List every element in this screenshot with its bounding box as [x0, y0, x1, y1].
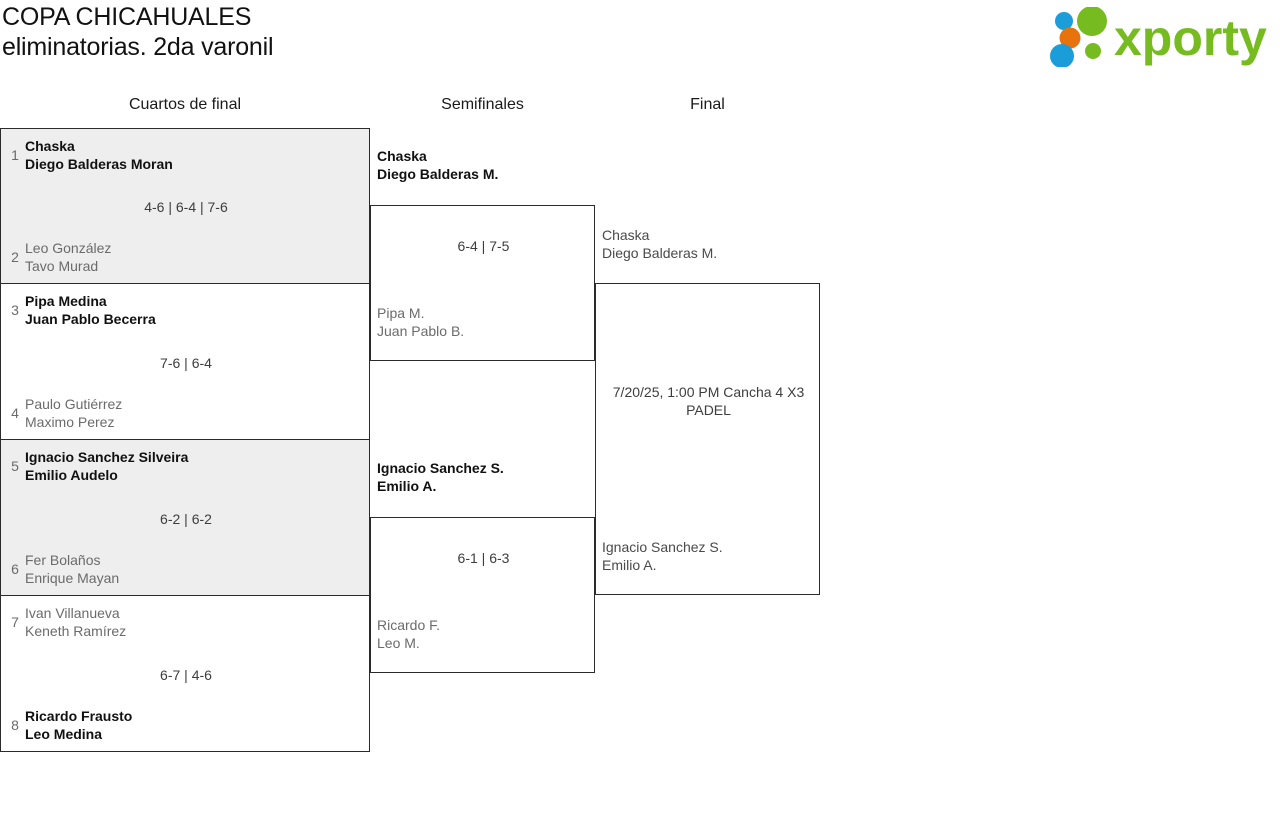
round-header-semifinals: Semifinales — [441, 96, 524, 113]
player-name: Tavo Murad — [25, 258, 99, 274]
seed-number: 8 — [11, 717, 19, 733]
team-sf2-bottom[interactable]: Ricardo F. Leo M. — [377, 616, 440, 652]
player-name: Ignacio Sanchez S. — [377, 460, 504, 476]
match-box-final[interactable]: 7/20/25, 1:00 PM Cancha 4 X3 PADEL — [595, 283, 820, 595]
team-sf2-top[interactable]: Ignacio Sanchez S. Emilio A. — [377, 459, 504, 495]
player-name: Chaska — [377, 148, 427, 164]
match-box-qf3[interactable]: 5 Ignacio Sanchez Silveira Emilio Audelo… — [0, 439, 370, 596]
player-name: Diego Balderas M. — [377, 166, 499, 182]
player-name: Ricardo Frausto — [25, 708, 133, 724]
match-score: 6-2 | 6-2 — [160, 511, 212, 527]
match-box-qf2[interactable]: 3 Pipa Medina Juan Pablo Becerra 7-6 | 6… — [0, 283, 370, 440]
match-box-sf2[interactable]: 6-1 | 6-3 — [370, 517, 595, 673]
seed-number: 4 — [11, 405, 19, 421]
round-header-final: Final — [690, 96, 725, 113]
seed-number: 1 — [11, 147, 19, 163]
team-qf4-top[interactable]: 7 Ivan Villanueva Keneth Ramírez — [1, 604, 369, 640]
match-schedule: 7/20/25, 1:00 PM Cancha 4 X3 PADEL — [612, 384, 805, 418]
match-box-qf1[interactable]: 1 Chaska Diego Balderas Moran 4-6 | 6-4 … — [0, 128, 370, 284]
match-box-sf1[interactable]: 6-4 | 7-5 — [370, 205, 595, 361]
xporty-wordmark: xporty — [1114, 10, 1267, 66]
team-qf3-bottom[interactable]: 6 Fer Bolaños Enrique Mayan — [1, 551, 369, 587]
team-final-top[interactable]: Chaska Diego Balderas M. — [602, 226, 717, 262]
player-name: Emilio A. — [377, 478, 437, 494]
player-name: Enrique Mayan — [25, 570, 120, 586]
team-qf3-top[interactable]: 5 Ignacio Sanchez Silveira Emilio Audelo — [1, 448, 369, 484]
team-final-bottom[interactable]: Ignacio Sanchez S. Emilio A. — [602, 538, 723, 574]
seed-number: 5 — [11, 458, 19, 474]
player-name: Ricardo F. — [377, 617, 441, 633]
player-name: Juan Pablo B. — [377, 323, 465, 339]
match-score: 6-7 | 4-6 — [160, 667, 212, 683]
player-name: Keneth Ramírez — [25, 623, 127, 639]
player-name: Leo González — [25, 240, 112, 256]
player-name: Maximo Perez — [25, 414, 115, 430]
player-name: Paulo Gutiérrez — [25, 396, 123, 412]
xporty-logo-graphic: xporty — [1050, 7, 1267, 67]
player-name: Diego Balderas Moran — [25, 156, 173, 172]
player-name: Leo Medina — [25, 726, 103, 742]
team-qf4-bottom[interactable]: 8 Ricardo Frausto Leo Medina — [1, 707, 369, 743]
match-score: 6-1 | 6-3 — [457, 550, 510, 566]
team-qf2-top[interactable]: 3 Pipa Medina Juan Pablo Becerra — [1, 292, 369, 328]
team-sf1-top[interactable]: Chaska Diego Balderas M. — [377, 147, 498, 183]
page-header: COPA CHICAHUALES eliminatorias. 2da varo… — [0, 0, 1280, 76]
xporty-logo[interactable]: xporty — [1048, 7, 1276, 67]
match-score: 6-4 | 7-5 — [457, 238, 510, 254]
player-name: Ignacio Sanchez Silveira — [25, 449, 189, 465]
team-qf1-top[interactable]: 1 Chaska Diego Balderas Moran — [1, 137, 369, 173]
player-name: Chaska — [25, 138, 75, 154]
player-name: Ignacio Sanchez S. — [602, 539, 723, 555]
player-name: Pipa Medina — [25, 293, 107, 309]
round-header-quarterfinals: Cuartos de final — [128, 96, 242, 113]
seed-number: 2 — [11, 249, 19, 265]
player-name: Chaska — [602, 227, 650, 243]
match-box-qf4[interactable]: 7 Ivan Villanueva Keneth Ramírez 6-7 | 4… — [0, 595, 370, 752]
team-qf2-bottom[interactable]: 4 Paulo Gutiérrez Maximo Perez — [1, 395, 369, 431]
page-title: COPA CHICAHUALES eliminatorias. 2da varo… — [2, 3, 274, 61]
team-sf1-bottom[interactable]: Pipa M. Juan Pablo B. — [377, 304, 464, 340]
player-name: Fer Bolaños — [25, 552, 101, 568]
player-name: Emilio Audelo — [25, 467, 118, 483]
player-name: Juan Pablo Becerra — [25, 311, 156, 327]
seed-number: 3 — [11, 302, 19, 318]
player-name: Pipa M. — [377, 305, 425, 321]
seed-number: 6 — [11, 561, 19, 577]
player-name: Emilio A. — [602, 557, 657, 573]
player-name: Leo M. — [377, 635, 420, 651]
player-name: Ivan Villanueva — [25, 605, 120, 621]
team-qf1-bottom[interactable]: 2 Leo González Tavo Murad — [1, 239, 369, 275]
player-name: Diego Balderas M. — [602, 245, 718, 261]
match-score: 7-6 | 6-4 — [160, 355, 212, 371]
match-score: 4-6 | 6-4 | 7-6 — [144, 199, 228, 215]
seed-number: 7 — [11, 614, 19, 630]
